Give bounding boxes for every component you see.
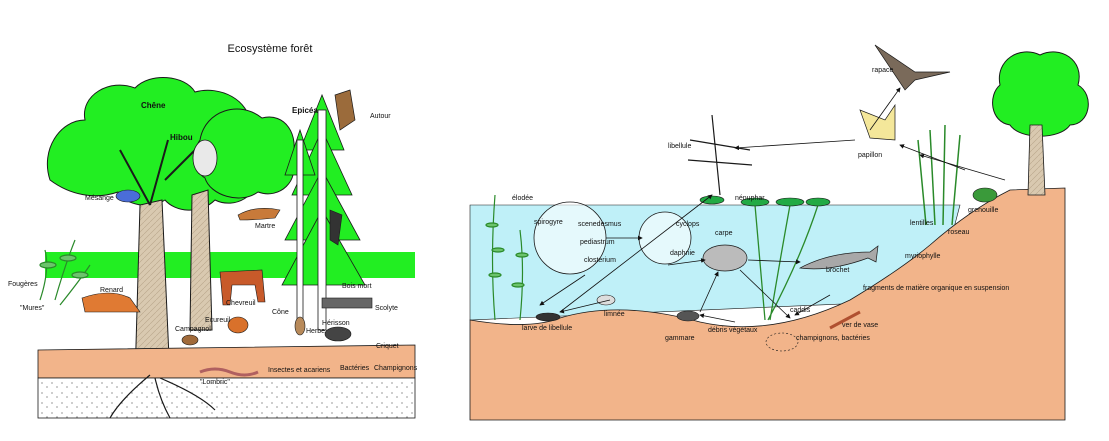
label-papillon: papillon xyxy=(858,152,882,159)
squirrel-icon xyxy=(227,316,249,334)
label-champignons-pond: champignons, bactéries xyxy=(796,335,870,342)
label-chevreuil: Chevreuil xyxy=(226,300,256,307)
tree-roots xyxy=(109,374,216,419)
fox-icon xyxy=(81,292,141,313)
label-martre: Martre xyxy=(255,223,275,230)
dragonfly-icon xyxy=(687,114,753,196)
label-roseau: roseau xyxy=(948,229,970,236)
forest-soil xyxy=(37,344,416,379)
label-scenedesmus: scenedesmus xyxy=(578,221,622,228)
label-champignons: Champignons xyxy=(374,365,418,372)
label-chene: Chêne xyxy=(141,101,166,110)
label-hibou: Hibou xyxy=(170,133,193,142)
butterfly-icon xyxy=(859,103,896,141)
label-scolyte: Scolyte xyxy=(375,305,398,312)
label-autour: Autour xyxy=(370,113,391,120)
bank-tree-trunk xyxy=(1027,124,1046,196)
label-limnee: limnée xyxy=(604,311,625,318)
raptor-icon xyxy=(874,44,951,91)
label-brochet: brochet xyxy=(826,267,849,274)
pike-icon xyxy=(798,245,879,270)
fern-plant xyxy=(39,239,91,306)
label-mures: "Mures" xyxy=(20,305,45,312)
label-caddis: caddis xyxy=(790,307,811,314)
oak-branches xyxy=(119,139,196,206)
label-campagnol: Campagnol xyxy=(175,326,211,333)
forest-subsoil xyxy=(37,377,416,419)
marten-icon xyxy=(237,208,281,221)
oak-canopy-right xyxy=(194,108,295,199)
spruce-trunk xyxy=(317,109,327,331)
label-lentilles: lentilles xyxy=(910,220,934,227)
label-mesange: Mésange xyxy=(85,195,114,202)
label-gammare: gammare xyxy=(665,335,695,342)
owl-icon xyxy=(192,139,218,177)
label-criquet: Criquet xyxy=(376,343,399,350)
label-insectes: Insectes et acariens xyxy=(268,367,331,374)
snail-icon xyxy=(596,294,616,306)
vole-icon xyxy=(181,334,199,346)
label-closterium: closterium xyxy=(584,257,616,264)
goshawk-icon xyxy=(334,89,356,131)
label-fougeres: Fougères xyxy=(8,281,38,288)
label-spirogyre: spirogyre xyxy=(534,219,563,226)
label-herisson: Hérisson xyxy=(322,320,350,327)
woodpecker-icon xyxy=(329,209,343,246)
dragonfly-larva-icon xyxy=(535,312,561,322)
hedgehog-icon xyxy=(324,326,352,342)
bank-tree-canopy xyxy=(992,51,1089,137)
gammarus-icon xyxy=(676,310,700,322)
label-renard: Renard xyxy=(100,287,123,294)
carp-icon xyxy=(702,244,748,272)
label-pediastrum: pediastrum xyxy=(580,239,615,246)
label-libellule: libellule xyxy=(668,143,691,150)
label-debris: débris végétaux xyxy=(708,327,758,334)
label-ecureuil: Ecureuil xyxy=(205,317,231,324)
earthworm-icon xyxy=(199,367,259,377)
forest-ecosystem: Ecosystème forêt xyxy=(8,43,418,419)
label-ver: ver de vase xyxy=(842,322,878,329)
label-carpe: carpe xyxy=(715,230,733,237)
cone-icon xyxy=(294,316,306,336)
label-myriophylle: myriophylle xyxy=(905,253,941,260)
label-cone: Cône xyxy=(272,309,289,316)
forest-title: Ecosystème forêt xyxy=(228,43,313,55)
elodea-plant xyxy=(485,194,529,321)
food-web-arrows xyxy=(539,87,1006,323)
label-bacteries: Bactéries xyxy=(340,365,370,372)
tit-bird-icon xyxy=(115,189,141,203)
label-larve: larve de libellule xyxy=(522,325,572,332)
label-cyclops: cyclops xyxy=(676,221,700,228)
label-lombric: "Lombric" xyxy=(200,379,230,386)
label-grenouille: grenouille xyxy=(968,207,998,214)
label-elodee: élodée xyxy=(512,195,533,202)
mud-worm-icon xyxy=(829,310,861,330)
label-nenuphar: nénuphar xyxy=(735,195,765,202)
frog-icon xyxy=(972,187,998,203)
label-rapace: rapace xyxy=(872,67,894,74)
label-daphnie: daphnie xyxy=(670,250,695,257)
pond-ecosystem: rapace libellule papillon élodée nénupha… xyxy=(469,44,1089,421)
dead-wood-icon xyxy=(321,297,373,309)
label-bois-mort: Bois mort xyxy=(342,283,372,290)
roe-deer-icon xyxy=(219,269,266,306)
second-trunk xyxy=(189,189,213,331)
fungi-bacteria-icon xyxy=(765,332,799,352)
spruce-trunk-2 xyxy=(296,139,304,331)
label-herbe: Herbe xyxy=(306,328,325,335)
label-epicea: Epicéa xyxy=(292,106,318,115)
label-fragments: fragments de matière organique en suspen… xyxy=(863,285,1009,292)
